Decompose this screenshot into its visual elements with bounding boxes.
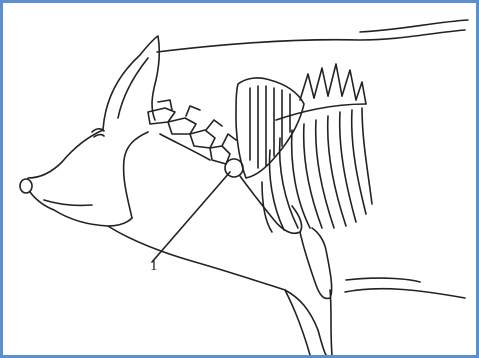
front-leg-back xyxy=(330,290,332,355)
head-top-outline xyxy=(28,130,103,178)
eye-lid xyxy=(94,135,104,137)
belly-outline-2 xyxy=(346,278,420,282)
mouth-line xyxy=(44,200,92,205)
belly-outline xyxy=(345,289,465,298)
pig-anatomy-illustration xyxy=(3,3,476,355)
back-outline-2 xyxy=(360,20,468,32)
neck-vertebrae xyxy=(148,100,236,164)
label-leader-line xyxy=(152,172,230,262)
jaw-outline xyxy=(54,210,132,226)
back-outline xyxy=(157,30,465,52)
cheek-outline xyxy=(124,132,148,218)
figure-label-1: 1 xyxy=(150,259,158,274)
forearm xyxy=(300,228,332,298)
snout xyxy=(20,179,32,193)
ribs xyxy=(262,108,372,232)
thoracic-spines xyxy=(300,64,366,104)
ear-inner xyxy=(118,58,148,118)
throat-outline xyxy=(108,226,326,355)
